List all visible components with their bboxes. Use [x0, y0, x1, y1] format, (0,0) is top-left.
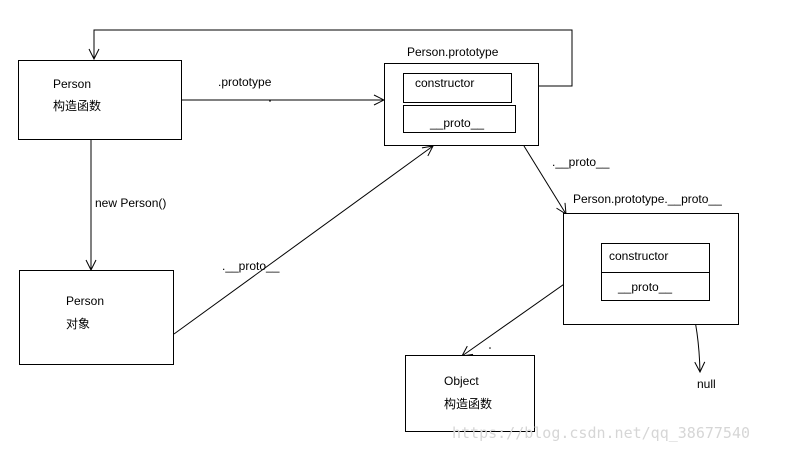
- edge-constructor-loop: [94, 29, 573, 87]
- edge-proto-proto: [523, 145, 566, 214]
- proto-proto-constructor-field: constructor: [601, 243, 710, 273]
- person-constructor-desc: 构造函数: [53, 99, 102, 113]
- person-prototype-title: Person.prototype: [407, 45, 499, 59]
- label-new-person: new Person(): [95, 196, 167, 210]
- person-prototype-box: constructor __proto__: [384, 63, 539, 146]
- edge-object-proto: [173, 146, 433, 335]
- label-prototype: .prototype: [218, 75, 272, 89]
- person-constructor-name: Person: [53, 77, 92, 91]
- proto-proto-proto-field: __proto__: [601, 272, 710, 301]
- watermark: https://blog.csdn.net/qq_38677540: [452, 424, 751, 442]
- object-constructor-desc: 构造函数: [444, 397, 493, 411]
- person-object-box: Person 对象: [19, 270, 174, 365]
- person-object-name: Person: [66, 294, 105, 308]
- object-constructor-box: Object 构造函数: [405, 355, 535, 432]
- label-null: null: [697, 377, 716, 391]
- object-constructor-name: Object: [444, 374, 479, 388]
- person-constructor-box: Person 构造函数: [18, 60, 182, 140]
- person-prototype-constructor-field: constructor: [403, 73, 512, 103]
- proto-proto-title: Person.prototype.__proto__: [573, 192, 722, 206]
- proto-proto-box: constructor __proto__: [563, 213, 739, 325]
- label-object-proto: .__proto__: [222, 259, 280, 273]
- person-object-desc: 对象: [66, 317, 91, 331]
- person-prototype-proto-field: __proto__: [403, 105, 516, 133]
- label-proto-proto: .__proto__: [552, 155, 610, 169]
